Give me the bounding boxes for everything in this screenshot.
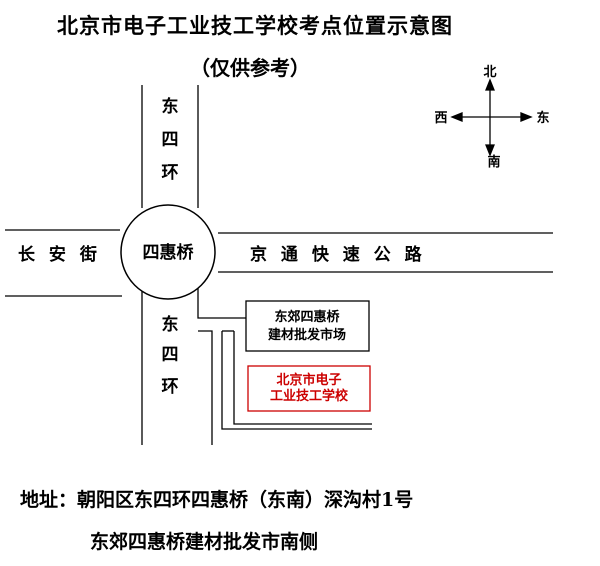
school-building: [247, 365, 371, 412]
north-arrow-icon: [485, 78, 495, 91]
address-line-1: 地址：朝阳区东四环四惠桥（东南）深沟村1号: [20, 489, 414, 511]
roundabout-label: 四惠桥: [143, 242, 195, 263]
map-subtitle: （仅供参考）: [190, 56, 310, 80]
south-arrow-icon: [485, 144, 495, 157]
address-line-2: 东郊四惠桥建材批发市南侧: [90, 531, 319, 553]
market-building: [245, 300, 370, 352]
compass-west-label: 西: [434, 111, 447, 126]
ring-road-north-label-1: 东: [162, 96, 179, 117]
ring-road-north-label-3: 环: [162, 163, 179, 183]
road-lines: [5, 85, 553, 445]
east-arrow-icon: [520, 112, 533, 122]
side-street-outer: [233, 331, 372, 425]
side-street-inner: [221, 331, 372, 430]
compass-north-label: 北: [483, 65, 496, 80]
school-label-1: 北京市电子: [276, 372, 341, 388]
ring-road-south-east-edge-lower: [198, 330, 213, 445]
compass-rose: [450, 78, 533, 157]
market-label-2: 建材批发市场: [268, 327, 346, 343]
compass-south-label: 南: [487, 154, 500, 170]
roundabout: [120, 204, 216, 300]
expressway-label: 京 通 快 速 公 路: [250, 244, 426, 265]
ring-road-north-label-2: 四: [162, 130, 179, 150]
ring-road-south-label-3: 环: [162, 377, 179, 397]
west-arrow-icon: [450, 112, 463, 122]
ring-road-south-east-edge-upper: [197, 284, 246, 319]
map-title: 北京市电子工业技工学校考点位置示意图: [57, 13, 453, 38]
school-label-2: 工业技工学校: [270, 388, 349, 404]
ring-road-south-label-1: 东: [162, 314, 179, 335]
compass-east-label: 东: [536, 110, 549, 126]
changan-street-label: 长 安 街: [18, 244, 101, 265]
ring-road-south-label-2: 四: [162, 345, 179, 365]
market-label-1: 东郊四惠桥: [274, 309, 340, 325]
